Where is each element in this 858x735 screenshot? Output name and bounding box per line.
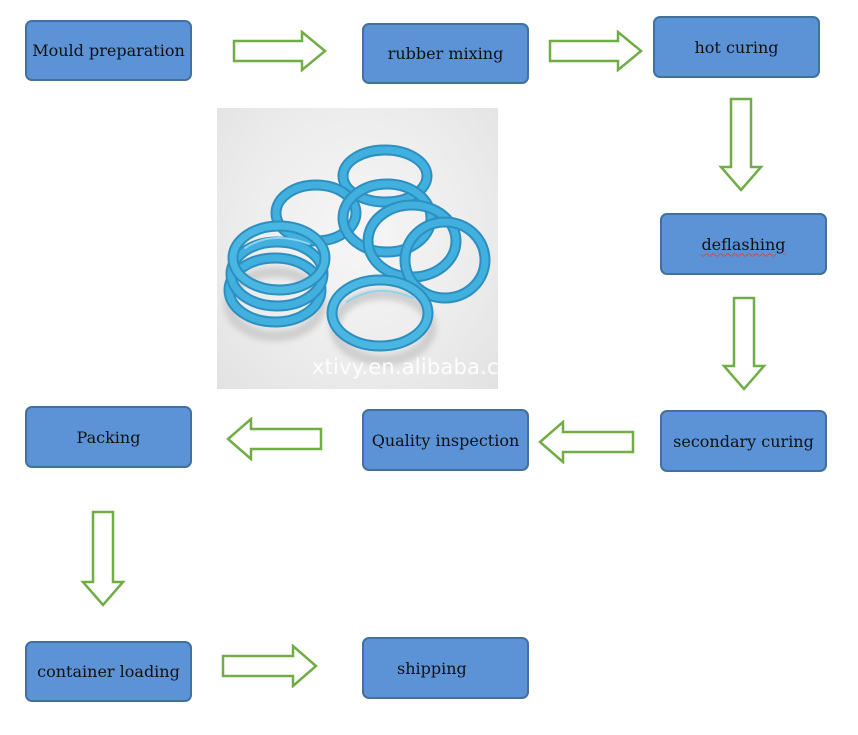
step-label: hot curing [694, 37, 779, 57]
step-deflashing: deflashing [660, 213, 827, 275]
step-container-loading: container loading [25, 641, 192, 702]
arrow-right-2 [548, 30, 643, 72]
step-packing: Packing [25, 406, 192, 468]
arrow-left-2 [226, 417, 323, 461]
step-label: Mould preparation [32, 41, 185, 60]
step-shipping: shipping [362, 637, 529, 699]
arrow-right-3 [221, 644, 318, 688]
step-label: deflashing [701, 234, 786, 254]
step-mould-preparation: Mould preparation [25, 20, 192, 81]
step-rubber-mixing: rubber mixing [362, 23, 529, 84]
arrow-left-1 [538, 420, 635, 464]
o-rings-image [223, 144, 491, 366]
step-label: Packing [76, 427, 141, 447]
step-label: container loading [37, 662, 180, 681]
arrow-right-1 [232, 30, 327, 72]
step-label: rubber mixing [387, 44, 504, 63]
step-label: Quality inspection [371, 430, 520, 450]
step-quality-inspection: Quality inspection [362, 409, 529, 471]
watermark: xtivy.en.alibaba.com [312, 355, 533, 379]
step-hot-curing: hot curing [653, 16, 820, 78]
step-label: shipping [397, 658, 467, 678]
arrow-down-3 [80, 510, 126, 607]
step-label: secondary curing [673, 431, 814, 451]
step-secondary-curing: secondary curing [660, 410, 827, 472]
product-photo [217, 108, 498, 389]
arrow-down-1 [718, 97, 764, 192]
arrow-down-2 [721, 296, 767, 391]
